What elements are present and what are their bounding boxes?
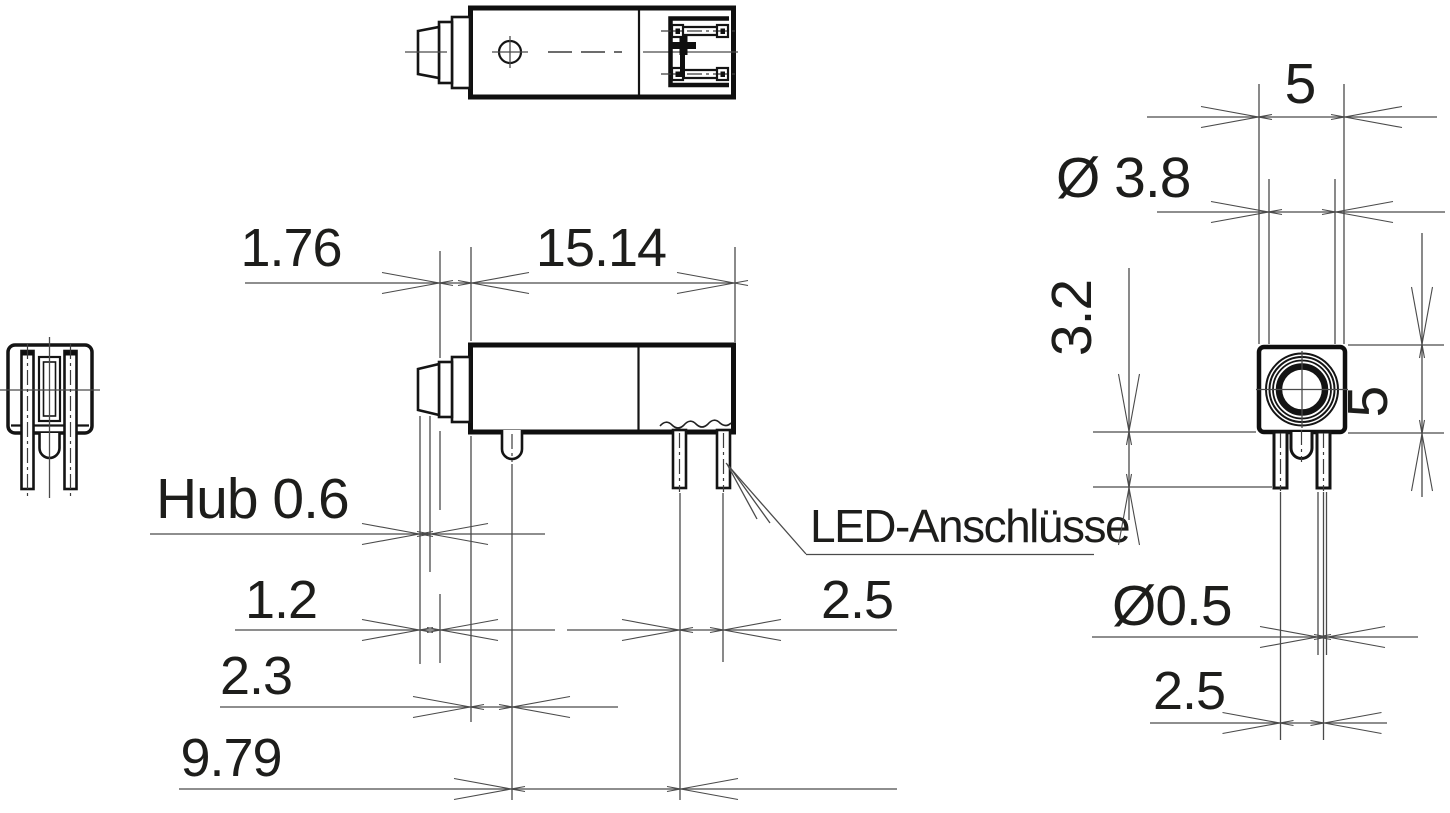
dim-label-led-pitch: 2.5: [821, 570, 893, 630]
side-view-dimensions: 1.76 15.14 Hub 0.6 1.2 2.5 2.3 9.79 LED-…: [150, 218, 1131, 801]
dim-arrow: [1310, 711, 1382, 735]
dim-arrow: [361, 522, 434, 546]
front-view: [1093, 84, 1444, 740]
dim-arrow: [1210, 200, 1283, 224]
front-view-dimensions: 5 Ø 3.8 3.2 5 Ø0.5 2.5: [1040, 52, 1445, 735]
dim-arrow: [1117, 373, 1141, 446]
dim-arrow: [1117, 473, 1141, 546]
dim-arrow: [666, 777, 739, 801]
dim-arrow: [453, 777, 526, 801]
dim-label-plunger-diameter: Ø 3.8: [1056, 146, 1190, 210]
dim-label-plunger-length: 1.76: [240, 218, 341, 278]
dim-arrow: [381, 271, 454, 295]
led-callout-label: LED-Anschlüsse: [810, 500, 1129, 552]
dim-arrow: [709, 618, 782, 642]
potting-break-line: [659, 419, 732, 429]
terminal-end: [670, 23, 685, 39]
terminal-end: [715, 23, 730, 39]
dim-arrow: [1222, 711, 1294, 735]
dim-label-2-3: 2.3: [220, 646, 292, 706]
dim-label-width: 5: [1285, 52, 1316, 116]
dim-label-pin-standoff: 3.2: [1040, 280, 1104, 356]
dim-label-pin-diameter: Ø0.5: [1112, 574, 1232, 638]
terminal-end: [715, 66, 730, 82]
dim-arrow: [1330, 105, 1403, 129]
dim-arrow: [1321, 200, 1394, 224]
dim-arrow: [1259, 625, 1332, 649]
led-callout: LED-Anschlüsse: [725, 462, 1131, 556]
dim-label-height: 5: [1336, 387, 1400, 418]
plunger-step-2: [437, 360, 454, 419]
dim-arrow: [457, 271, 530, 295]
dim-arrow: [498, 695, 571, 719]
dim-arrow: [416, 522, 489, 546]
dim-arrow: [361, 618, 434, 642]
dim-arrow: [1410, 419, 1434, 492]
terminal-frame: [668, 16, 729, 88]
dim-arrow: [1410, 286, 1434, 359]
dim-label-stroke: Hub 0.6: [156, 467, 349, 531]
dim-label-1-2: 1.2: [245, 570, 317, 630]
dim-arrow: [412, 695, 485, 719]
dim-label-9-79: 9.79: [180, 728, 281, 788]
dim-arrow: [676, 271, 749, 295]
plunger-tip: [416, 362, 441, 417]
plunger-step-3: [450, 355, 472, 424]
side-view-body: [468, 342, 736, 435]
plunger-step-3: [450, 15, 472, 90]
top-view: [405, 5, 738, 100]
dim-label-body-length: 15.14: [536, 218, 666, 278]
rear-view: [0, 337, 100, 500]
dim-arrow: [621, 618, 694, 642]
dim-arrow: [1200, 105, 1273, 129]
dim-arrow: [1313, 625, 1386, 649]
side-view: [416, 247, 736, 800]
dim-label-pin-pitch: 2.5: [1153, 661, 1225, 721]
dim-arrow: [426, 618, 499, 642]
